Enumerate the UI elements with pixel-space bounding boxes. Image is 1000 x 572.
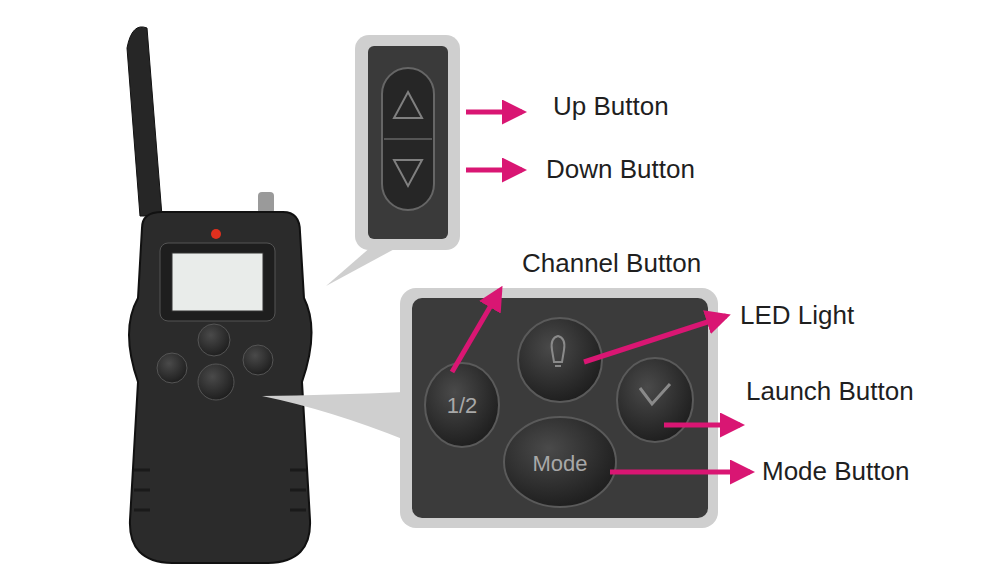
antenna [127, 27, 162, 216]
small-button [157, 353, 187, 383]
up-triangle [394, 92, 422, 118]
down-triangle [394, 160, 422, 186]
button-marking: 1/2 [447, 393, 478, 418]
pointer-arrows [452, 112, 750, 472]
zoom-panel [412, 298, 708, 518]
channel-button [425, 363, 499, 447]
zoom-bubble [400, 288, 718, 528]
rocker-switch [382, 68, 434, 210]
zoom-bubble [355, 35, 460, 250]
part-label: Up Button [553, 92, 669, 122]
callout-tail [326, 246, 400, 286]
screen-bezel [160, 243, 275, 321]
led-dot [211, 229, 221, 239]
mode-button [504, 417, 616, 507]
launch-button [617, 358, 693, 442]
part-label: LED Light [740, 301, 854, 331]
side-clip [258, 192, 274, 214]
zoom-panel [368, 46, 448, 239]
pointer-arrow [452, 290, 500, 372]
part-label: Mode Button [762, 457, 909, 487]
pointer-arrow [610, 470, 750, 475]
small-button [198, 324, 230, 356]
bulb-icon [552, 336, 565, 366]
remote-body [129, 212, 312, 563]
grip-ridges [134, 470, 306, 510]
pointer-arrow [466, 110, 522, 115]
pointer-arrow [664, 423, 740, 428]
pointer-arrow [466, 168, 522, 173]
button-marking: Mode [532, 451, 587, 476]
part-label: Down Button [546, 155, 695, 185]
part-label: Channel Button [522, 249, 701, 279]
small-button [198, 364, 234, 400]
callout-tail [262, 392, 405, 440]
part-label: Launch Button [746, 377, 914, 407]
pointer-arrow [584, 316, 726, 362]
rocker-divider [384, 138, 432, 140]
lcd-screen [172, 253, 263, 311]
small-button [243, 345, 273, 375]
launch-icon [640, 384, 670, 404]
